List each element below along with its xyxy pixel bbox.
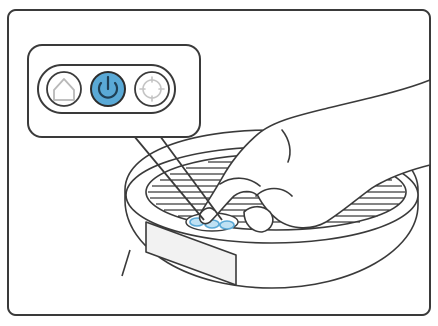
crosshair-icon [139, 76, 165, 102]
callout-line-right [159, 135, 223, 221]
side-brush [121, 249, 131, 277]
callout-line-left [133, 135, 205, 221]
home-button [46, 71, 82, 107]
home-icon [53, 78, 75, 101]
finger-fold-2 [255, 187, 293, 197]
power-button [90, 71, 126, 107]
power-icon [97, 75, 119, 99]
bumper-panel [145, 221, 237, 286]
finger-fold-1 [219, 177, 261, 187]
thumb-line [281, 129, 291, 163]
spot-clean-button [134, 71, 170, 107]
curled-finger [243, 205, 274, 233]
